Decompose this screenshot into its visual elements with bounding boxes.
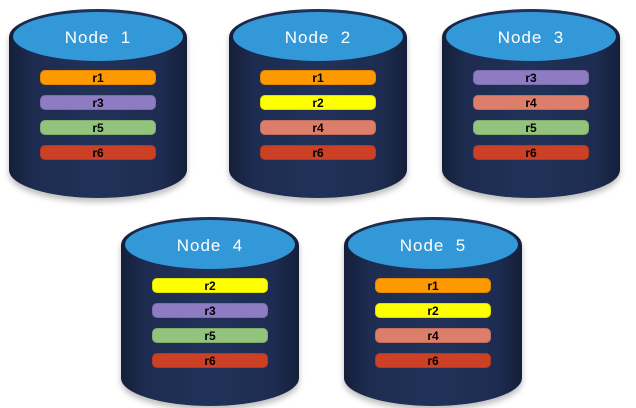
cylinder-top: Node 4 [125, 220, 295, 269]
node-label: Node 4 [176, 235, 244, 255]
node-label: Node 3 [497, 27, 565, 47]
replica-bar-r3: r3 [40, 95, 156, 110]
replica-label: r4 [427, 328, 439, 343]
replica-label: r5 [204, 328, 216, 343]
replica-bar-r6: r6 [40, 145, 156, 160]
replica-bar-r1: r1 [260, 70, 376, 85]
replica-label: r3 [204, 303, 216, 318]
replica-bar-r1: r1 [40, 70, 156, 85]
replica-label: r2 [204, 278, 216, 293]
replica-label: r6 [312, 145, 324, 160]
node-cylinder-2: Node 2 r1 r2 r4 r6 [229, 9, 407, 198]
replica-bar-r3: r3 [473, 70, 589, 85]
replica-list: r3 r4 r5 r6 [442, 70, 620, 160]
replica-bar-r5: r5 [40, 120, 156, 135]
node-label: Node 1 [64, 27, 132, 47]
cylinder-top: Node 3 [446, 12, 616, 61]
replica-list: r2 r3 r5 r6 [121, 278, 299, 368]
replica-bar-r4: r4 [260, 120, 376, 135]
replica-list: r1 r2 r4 r6 [344, 278, 522, 368]
replica-bar-r1: r1 [375, 278, 491, 293]
replica-bar-r3: r3 [152, 303, 268, 318]
replica-label: r5 [92, 120, 104, 135]
replica-label: r1 [427, 278, 439, 293]
replica-bar-r2: r2 [152, 278, 268, 293]
replica-label: r3 [92, 95, 104, 110]
replica-bar-r6: r6 [375, 353, 491, 368]
replica-bar-r4: r4 [375, 328, 491, 343]
replica-label: r2 [312, 95, 324, 110]
cylinder-top: Node 5 [348, 220, 518, 269]
replica-bar-r6: r6 [152, 353, 268, 368]
replica-bar-r4: r4 [473, 95, 589, 110]
replica-label: r3 [525, 70, 537, 85]
replica-label: r2 [427, 303, 439, 318]
replica-label: r5 [525, 120, 537, 135]
replica-list: r1 r3 r5 r6 [9, 70, 187, 160]
node-label: Node 5 [399, 235, 467, 255]
replica-label: r6 [92, 145, 104, 160]
replica-bar-r6: r6 [260, 145, 376, 160]
replica-bar-r5: r5 [152, 328, 268, 343]
replica-label: r4 [312, 120, 324, 135]
replica-list: r1 r2 r4 r6 [229, 70, 407, 160]
replica-label: r6 [204, 353, 216, 368]
replica-label: r4 [525, 95, 537, 110]
replica-label: r6 [525, 145, 537, 160]
replica-bar-r6: r6 [473, 145, 589, 160]
replica-bar-r2: r2 [375, 303, 491, 318]
replica-bar-r5: r5 [473, 120, 589, 135]
node-cylinder-3: Node 3 r3 r4 r5 r6 [442, 9, 620, 198]
replica-bar-r2: r2 [260, 95, 376, 110]
node-label: Node 2 [284, 27, 352, 47]
replica-label: r1 [312, 70, 324, 85]
replica-label: r1 [92, 70, 104, 85]
cylinder-top: Node 1 [13, 12, 183, 61]
node-cylinder-5: Node 5 r1 r2 r4 r6 [344, 217, 522, 406]
node-cylinder-4: Node 4 r2 r3 r5 r6 [121, 217, 299, 406]
cylinder-top: Node 2 [233, 12, 403, 61]
node-cylinder-1: Node 1 r1 r3 r5 r6 [9, 9, 187, 198]
replica-label: r6 [427, 353, 439, 368]
